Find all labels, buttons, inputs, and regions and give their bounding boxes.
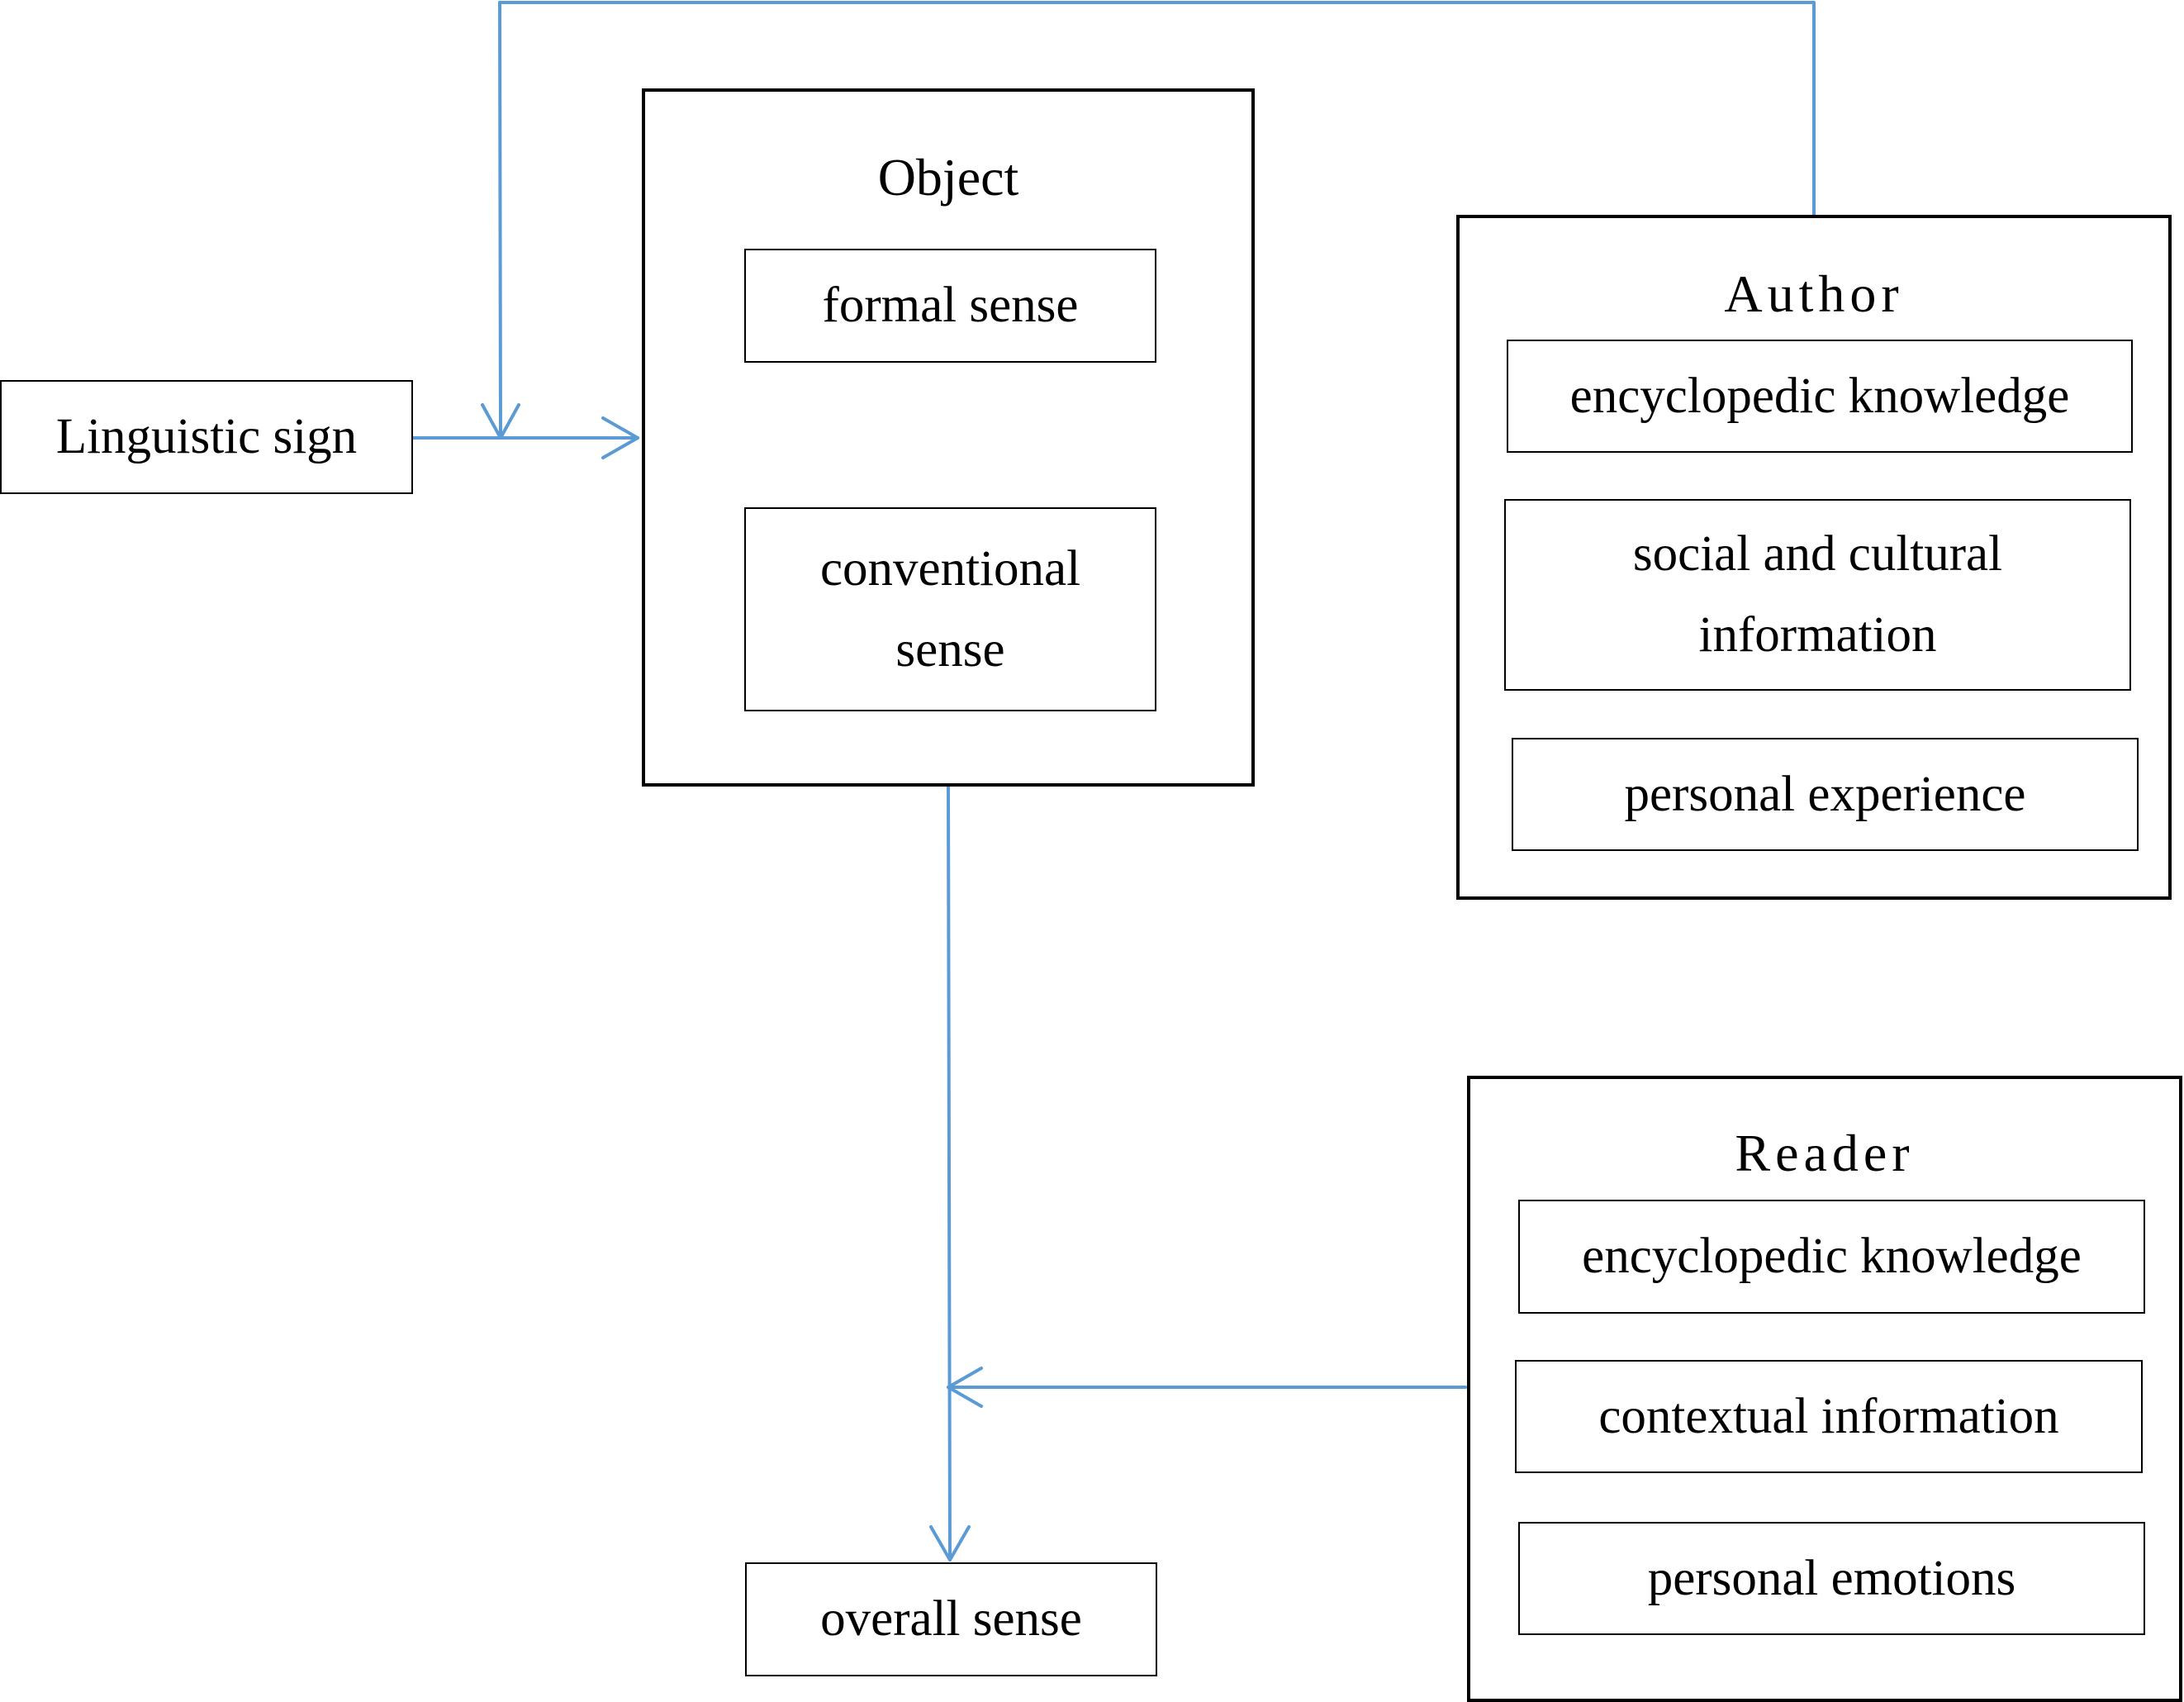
formal-sense-label: formal sense — [822, 278, 1079, 334]
reader-item-contextual-information: contextual information — [1515, 1360, 2143, 1473]
author-item-label: social and cultural information — [1632, 526, 2003, 663]
formal-sense-box: formal sense — [744, 249, 1156, 363]
author-item-encyclopedic-knowledge: encyclopedic knowledge — [1507, 340, 2133, 453]
reader-item-label: personal emotions — [1647, 1550, 2016, 1606]
reader-item-label: encyclopedic knowledge — [1582, 1229, 2082, 1285]
object-to-overall-arrowhead — [929, 1525, 971, 1562]
author-title: Author — [1724, 264, 1904, 323]
author-to-sign-connector — [498, 1, 1816, 440]
linguistic-sign-label: Linguistic sign — [55, 409, 358, 465]
reader-item-label: contextual information — [1598, 1388, 2059, 1444]
object-to-overall-connector — [947, 785, 952, 1562]
reader-to-overall-arrowhead — [947, 1367, 983, 1408]
author-item-label: personal experience — [1624, 766, 2026, 822]
author-item-label: encyclopedic knowledge — [1569, 368, 2070, 424]
sign-to-object-arrowhead — [601, 416, 639, 459]
conventional-sense-box: conventional sense — [744, 507, 1156, 711]
reader-item-encyclopedic-knowledge: encyclopedic knowledge — [1518, 1200, 2145, 1314]
linguistic-sign-box: Linguistic sign — [0, 380, 413, 494]
author-item-personal-experience: personal experience — [1512, 738, 2139, 851]
overall-sense-box: overall sense — [745, 1562, 1157, 1676]
reader-item-personal-emotions: personal emotions — [1518, 1522, 2145, 1635]
conventional-sense-label: conventional sense — [819, 540, 1081, 677]
object-title: Object — [877, 148, 1019, 207]
author-item-social-cultural-information: social and cultural information — [1504, 499, 2131, 691]
reader-title: Reader — [1735, 1124, 1915, 1182]
overall-sense-label: overall sense — [820, 1591, 1082, 1647]
